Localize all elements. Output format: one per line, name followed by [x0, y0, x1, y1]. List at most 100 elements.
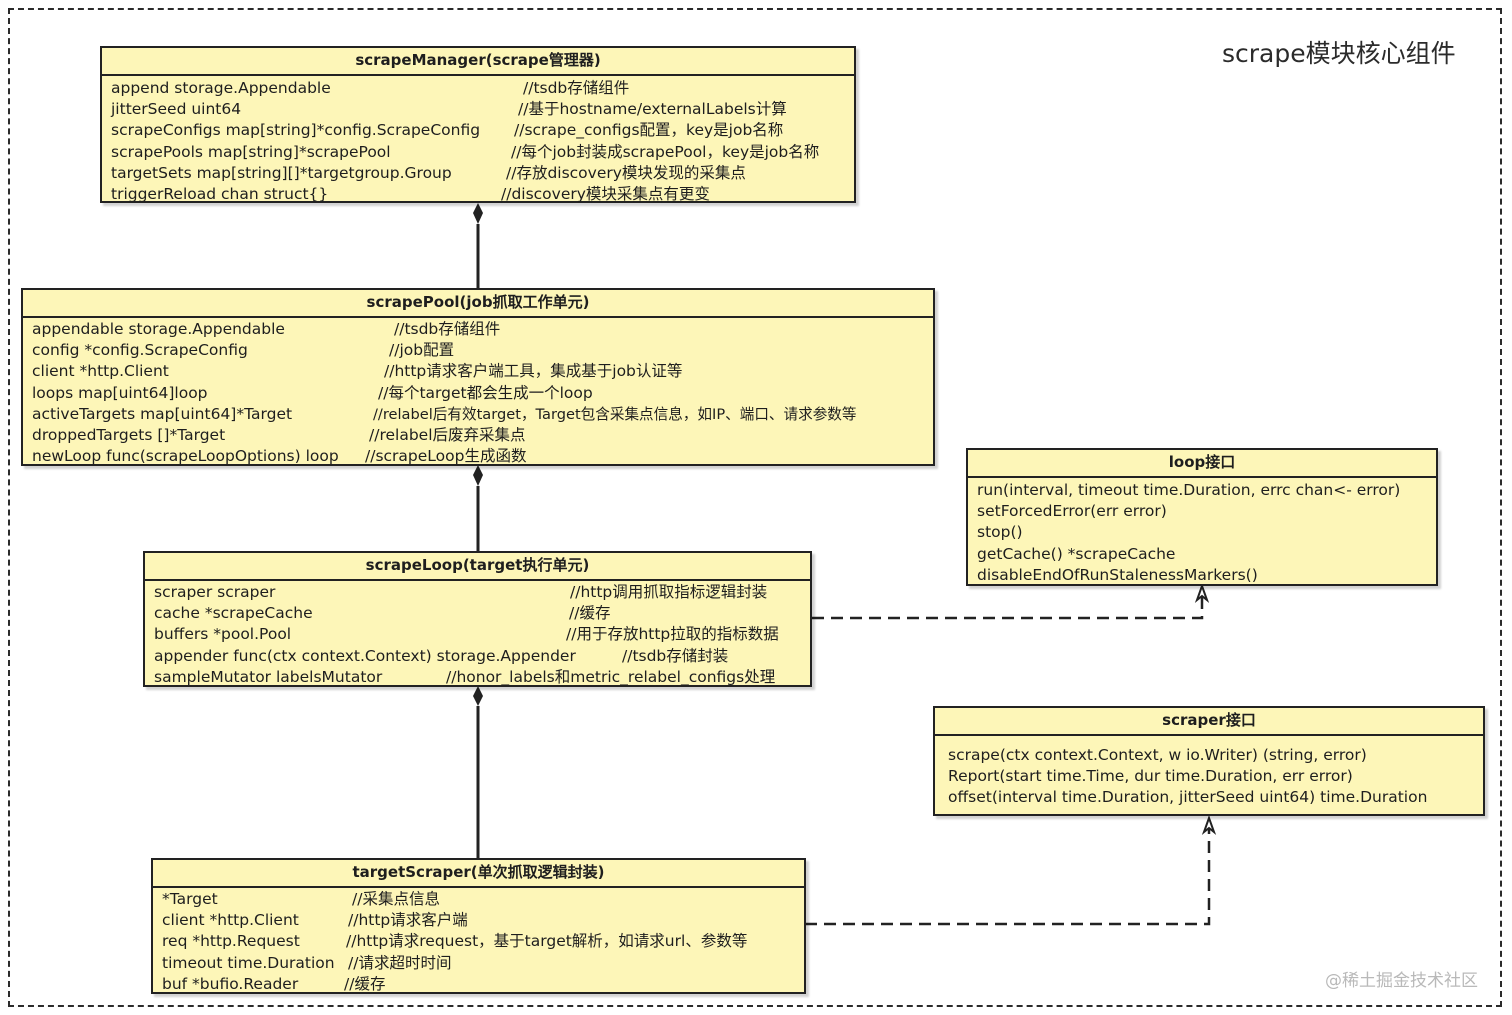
field-comment: //http调用抓取指标逻辑封装 [570, 583, 768, 601]
field-decl: buf *bufio.Reader [162, 974, 299, 993]
method-signature: Report(start time.Time, dur time.Duratio… [948, 767, 1353, 786]
method-row: disableEndOfRunStalenessMarkers() [977, 565, 1436, 586]
field-row: appendable storage.Appendable //tsdb存储组件 [32, 319, 933, 340]
composition-diamond-manager [473, 203, 483, 224]
field-decl: scrapePools map[string]*scrapePool [111, 142, 391, 161]
field-comment: //每个target都会生成一个loop [378, 383, 593, 402]
field-decl: client *http.Client [162, 911, 299, 930]
field-comment: //tsdb存储封装 [622, 646, 729, 665]
field-comment: //http请求request，基于target解析，如请求url、参数等 [346, 932, 748, 951]
method-row: setForcedError(err error) [977, 501, 1436, 522]
method-signature: scrape(ctx context.Context, w io.Writer)… [948, 746, 1367, 764]
field-row: buf *bufio.Reader //缓存 [162, 974, 804, 995]
field-row: cache *scrapeCache //缓存 [154, 603, 810, 624]
field-row: client *http.Client //http请求客户端 [162, 910, 804, 931]
interface-header: scraper接口 [935, 708, 1483, 736]
field-row: scraper scraper //http调用抓取指标逻辑封装 [154, 582, 810, 603]
field-decl: append storage.Appendable [111, 79, 331, 97]
field-comment: //基于hostname/externalLabels计算 [518, 100, 787, 119]
field-decl: appendable storage.Appendable [32, 320, 285, 338]
field-comment: //采集点信息 [352, 890, 440, 908]
field-comment: //请求超时时间 [348, 953, 452, 972]
field-comment: //scrapeLoop生成函数 [365, 447, 527, 466]
realization-edge-scraper [805, 826, 1211, 926]
field-decl: timeout time.Duration [162, 953, 335, 972]
field-row: append storage.Appendable //tsdb存储组件 [111, 78, 854, 99]
field-decl: client *http.Client [32, 362, 169, 381]
field-comment: //http请求客户端工具，集成基于job认证等 [384, 362, 683, 381]
field-decl: sampleMutator labelsMutator [154, 667, 383, 686]
field-row: droppedTargets []*Target //relabel后废弃采集点 [32, 425, 933, 446]
field-row: client *http.Client //http请求客户端工具，集成基于job… [32, 361, 933, 382]
field-comment: //http请求客户端 [348, 911, 468, 930]
field-row: loops map[uint64]loop //每个target都会生成一个loo… [32, 383, 933, 404]
field-decl: scraper scraper [154, 583, 276, 601]
class-header: scrapeLoop(target执行单元) [145, 553, 810, 581]
field-row: scrapePools map[string]*scrapePool //每个jo… [111, 142, 854, 163]
method-signature: offset(interval time.Duration, jitterSee… [948, 788, 1428, 807]
diagram-frame [8, 8, 1502, 1007]
field-decl: *Target [162, 890, 218, 908]
scrape-loop-class: scrapeLoop(target执行单元) scraper scraper //… [143, 551, 812, 687]
method-signature: getCache() *scrapeCache [977, 544, 1176, 563]
scrape-manager-class: scrapeManager(scrape管理器) append storage.… [100, 46, 856, 203]
field-comment: //缓存 [569, 604, 611, 623]
method-row: Report(start time.Time, dur time.Duratio… [948, 766, 1483, 787]
field-row: appender func(ctx context.Context) stora… [154, 646, 810, 667]
field-decl: activeTargets map[uint64]*Target [32, 404, 293, 423]
field-row: buffers *pool.Pool //用于存放http拉取的指标数据 [154, 624, 810, 645]
field-row: scrapeConfigs map[string]*config.ScrapeC… [111, 120, 854, 141]
field-comment: //relabel后废弃采集点 [369, 425, 526, 444]
class-header: scrapePool(job抓取工作单元) [23, 290, 933, 318]
field-row: sampleMutator labelsMutator//honor_label… [154, 667, 810, 688]
field-row: newLoop func(scrapeLoopOptions) loop//sc… [32, 446, 933, 467]
class-header: targetScraper(单次抓取逻辑封装) [153, 860, 804, 888]
field-row: config *config.ScrapeConfig//job配置 [32, 340, 933, 361]
field-row: *Target //采集点信息 [162, 889, 804, 910]
realization-edge-loop [812, 592, 1204, 620]
field-decl: droppedTargets []*Target [32, 425, 226, 444]
field-decl: triggerReload chan struct{} [111, 184, 329, 203]
field-comment: //relabel后有效target，Target包含采集点信息，如IP、端口、… [373, 405, 857, 423]
interface-header: loop接口 [968, 450, 1436, 478]
method-signature: setForcedError(err error) [977, 502, 1167, 521]
method-row: offset(interval time.Duration, jitterSee… [948, 787, 1483, 808]
method-signature: run(interval, timeout time.Duration, err… [977, 481, 1401, 499]
field-decl: req *http.Request [162, 932, 300, 951]
field-row: triggerReload chan struct{} //discovery模块… [111, 184, 854, 205]
field-row: req *http.Request //http请求request，基于targe… [162, 931, 804, 952]
field-row: activeTargets map[uint64]*Target //relabe… [32, 404, 933, 425]
composition-diamond-loop [473, 686, 483, 706]
field-comment: //job配置 [389, 341, 455, 360]
field-decl: jitterSeed uint64 [111, 100, 242, 119]
field-decl: appender func(ctx context.Context) stora… [154, 646, 576, 665]
realization-arrow-scraper [1201, 815, 1217, 835]
field-decl: cache *scrapeCache [154, 604, 313, 623]
diagram-title: scrape模块核心组件 [1222, 39, 1456, 68]
field-comment: //存放discovery模块发现的采集点 [506, 163, 746, 182]
field-comment: //tsdb存储组件 [394, 320, 501, 338]
field-decl: loops map[uint64]loop [32, 383, 208, 402]
field-row: targetSets map[string][]*targetgroup.Gro… [111, 163, 854, 184]
method-row: stop() [977, 522, 1436, 543]
field-comment: //每个job封装成scrapePool，key是job名称 [511, 142, 820, 161]
target-scraper-class: targetScraper(单次抓取逻辑封装) *Target //采集点信息 c… [151, 858, 806, 994]
scraper-interface: scraper接口 scrape(ctx context.Context, w … [933, 706, 1485, 816]
realization-arrow-loop [1194, 583, 1210, 603]
field-comment: //用于存放http拉取的指标数据 [566, 625, 779, 644]
field-comment: //scrape_configs配置，key是job名称 [514, 121, 784, 140]
watermark: @稀土掘金技术社区 [1325, 971, 1478, 991]
scrape-pool-class: scrapePool(job抓取工作单元) appendable storage… [21, 288, 935, 466]
field-decl: targetSets map[string][]*targetgroup.Gro… [111, 163, 452, 182]
method-row: scrape(ctx context.Context, w io.Writer)… [948, 745, 1483, 766]
field-comment: //discovery模块采集点有更变 [501, 184, 710, 203]
field-decl: buffers *pool.Pool [154, 625, 292, 644]
field-row: jitterSeed uint64 //基于hostname/externalLa… [111, 99, 854, 120]
field-comment: //tsdb存储组件 [523, 79, 630, 97]
field-decl: scrapeConfigs map[string]*config.ScrapeC… [111, 121, 481, 140]
loop-interface: loop接口 run(interval, timeout time.Durati… [966, 448, 1438, 586]
method-signature: stop() [977, 523, 1023, 542]
class-header: scrapeManager(scrape管理器) [102, 48, 854, 76]
field-comment: //缓存 [344, 974, 386, 993]
